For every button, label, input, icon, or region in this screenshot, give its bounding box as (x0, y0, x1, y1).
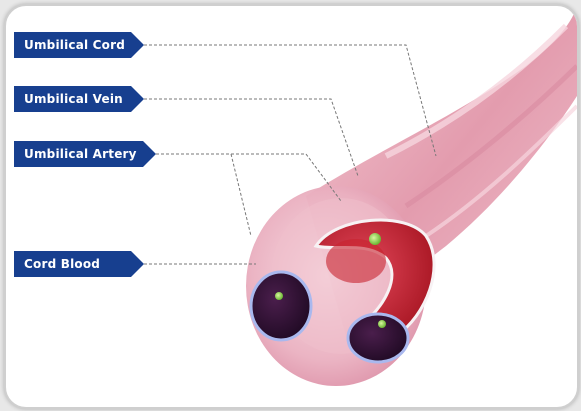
label-umbilical-cord-text: Umbilical Cord (24, 38, 125, 52)
label-umbilical-vein: Umbilical Vein (14, 86, 144, 112)
marker-dot (369, 233, 381, 245)
label-umbilical-cord: Umbilical Cord (14, 32, 144, 58)
label-umbilical-artery: Umbilical Artery (14, 141, 156, 167)
label-umbilical-vein-text: Umbilical Vein (24, 92, 123, 106)
umbilical-artery-right (348, 314, 408, 362)
label-cord-blood: Cord Blood (14, 251, 144, 277)
vein-lumen (326, 239, 386, 283)
leader-umbilical-artery-2 (231, 154, 251, 236)
umbilical-cord-illustration (6, 6, 577, 407)
marker-dot (378, 320, 386, 328)
umbilical-artery-left (251, 272, 311, 340)
leader-umbilical-vein (144, 99, 358, 176)
leader-umbilical-cord (144, 45, 436, 156)
label-umbilical-artery-text: Umbilical Artery (24, 147, 137, 161)
diagram-frame: Umbilical Cord Umbilical Vein Umbilical … (4, 4, 579, 409)
label-cord-blood-text: Cord Blood (24, 257, 100, 271)
marker-dot (275, 292, 283, 300)
